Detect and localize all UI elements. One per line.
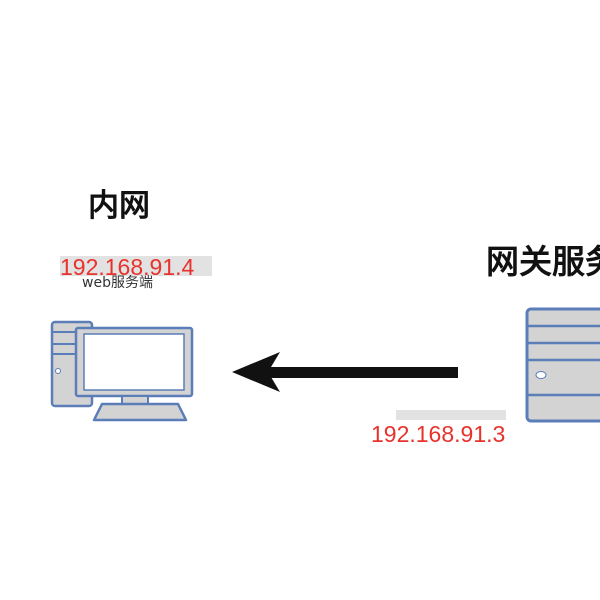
intranet-role: web服务端 bbox=[82, 275, 153, 291]
arrow-left-icon bbox=[232, 352, 458, 392]
intranet-ip: 192.168.91.4 bbox=[60, 254, 195, 280]
gateway-title: 网关服务 bbox=[486, 242, 600, 281]
gateway-ip-highlight bbox=[396, 410, 506, 420]
server-tower-icon bbox=[525, 307, 600, 423]
desktop-computer-icon bbox=[50, 320, 194, 422]
intranet-ip-highlight bbox=[60, 256, 212, 276]
gateway-ip: 192.168.91.3 bbox=[371, 421, 506, 447]
intranet-title: 内网 bbox=[88, 188, 150, 224]
